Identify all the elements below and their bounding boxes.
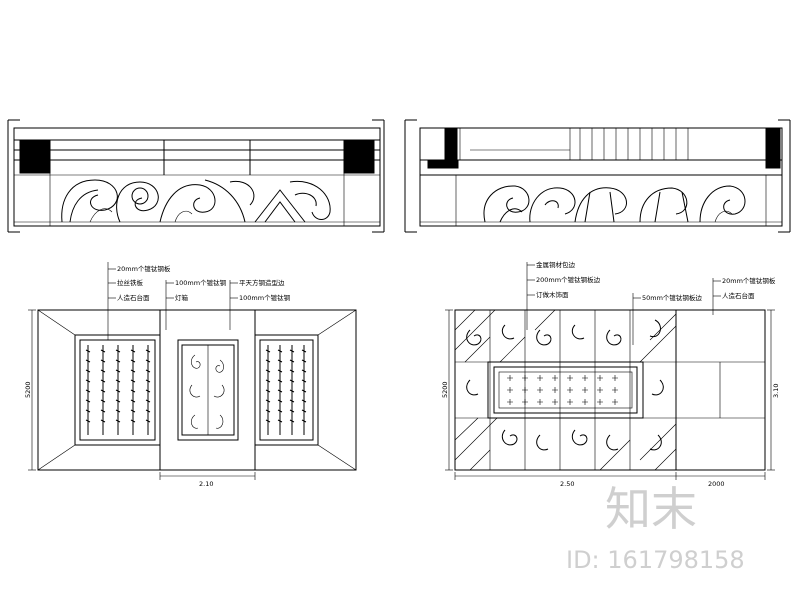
diagonal-hatching bbox=[454, 309, 677, 471]
right-planter-rows bbox=[265, 345, 307, 435]
plan-right-label-6: 人造石台面 bbox=[722, 291, 755, 300]
ornamental-scrollwork bbox=[61, 179, 331, 223]
plan-left-label-5: 灯箱 bbox=[175, 293, 189, 302]
plan-right-label-4: 50mm个镀钛钢板边 bbox=[642, 293, 702, 302]
plan-right-dim-bottom-b: 2000 bbox=[708, 480, 725, 488]
plan-right-label-5: 20mm个镀钛钢板 bbox=[722, 276, 776, 285]
plan-left-label-2: 拉丝铁板 bbox=[117, 278, 144, 287]
left-planter-rows bbox=[85, 345, 151, 435]
stair-lines bbox=[579, 128, 689, 160]
leader-lines bbox=[107, 262, 238, 340]
plan-left: 20mm个镀钛钢板 拉丝铁板 人造石台面 100mm个镀钛钢 灯箱 平天方钢造型… bbox=[24, 262, 357, 488]
plan-left-label-7: 100mm个镀钛钢 bbox=[239, 293, 291, 302]
plan-left-label-1: 20mm个镀钛钢板 bbox=[117, 264, 171, 273]
plan-right-dim-side: 5200 bbox=[441, 381, 449, 398]
plan-right-label-2: 200mm个镀钛钢板边 bbox=[536, 275, 601, 284]
plan-left-dim-side: 5200 bbox=[24, 381, 32, 398]
plan-right-dim-bottom-a: 2.50 bbox=[560, 480, 574, 488]
scroll-motifs bbox=[466, 319, 664, 451]
plan-right-label-3: 订做木饰面 bbox=[536, 290, 569, 299]
plan-left-dim-bottom: 2.10 bbox=[199, 480, 213, 488]
elevation-left bbox=[7, 119, 385, 233]
plan-right-dim-side-right: 3.10 bbox=[772, 384, 780, 398]
cross-pattern bbox=[507, 375, 618, 405]
center-scroll-motif bbox=[189, 354, 225, 429]
plan-right-dimensions bbox=[445, 309, 775, 480]
leader-lines bbox=[526, 262, 721, 345]
plan-right-label-1: 金属铜材包边 bbox=[536, 260, 576, 269]
plan-left-label-6: 平天方钢造型边 bbox=[239, 278, 285, 287]
watermark-id: ID: 161798158 bbox=[566, 546, 745, 574]
plan-left-label-3: 人造石台面 bbox=[117, 293, 150, 302]
elevation-right bbox=[404, 119, 791, 233]
plan-right: 金属铜材包边 200mm个镀钛钢板边 订做木饰面 50mm个镀钛钢板边 20mm… bbox=[441, 260, 780, 488]
watermark-brand: 知末 bbox=[605, 482, 697, 536]
plan-left-label-4: 100mm个镀钛钢 bbox=[175, 278, 227, 287]
ornamental-scrollwork bbox=[483, 185, 746, 223]
plan-left-dimensions bbox=[28, 309, 256, 480]
